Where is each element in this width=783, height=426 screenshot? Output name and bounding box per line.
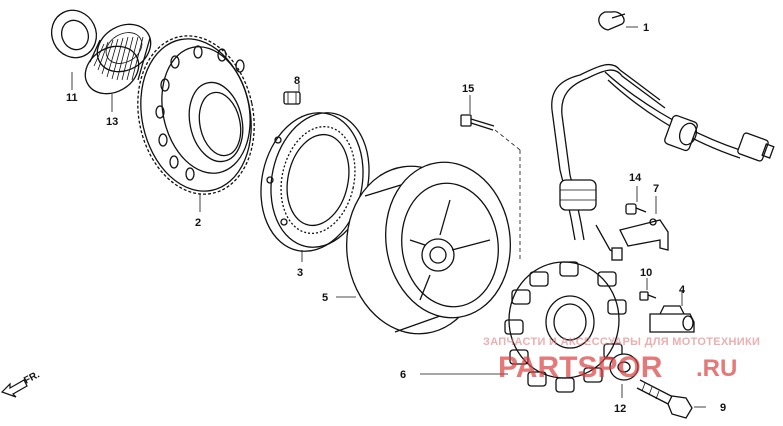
part-7-bracket [619,196,669,251]
part-6-stator [420,63,741,393]
watermark-brand: PARTSPOR [498,351,663,384]
watermark: ЗАПЧАСТИ И АКСЕССУАРЫ ДЛЯ МОТОТЕХНИКИ PA… [483,336,760,384]
callout-14: 14 [629,172,642,184]
callout-15: 15 [462,83,474,95]
watermark-tagline: ЗАПЧАСТИ И АКСЕССУАРЫ ДЛЯ МОТОТЕХНИКИ [483,336,760,348]
watermark-brand-suffix: .RU [696,355,737,382]
callout-5: 5 [322,292,328,304]
part-15-bolt [460,95,521,260]
part-4-pulse-generator [649,290,695,333]
front-arrow-icon [0,379,28,398]
callout-12: 12 [614,403,626,415]
callout-9: 9 [720,402,726,414]
callout-7: 7 [653,183,659,195]
callout-2: 2 [195,217,201,229]
callout-10: 10 [640,267,652,279]
part-2-starter-driven-gear [137,35,255,212]
front-direction-indicator: FR. [0,369,42,398]
part-11-washer [50,9,98,90]
part-8-bolt [283,84,301,105]
callout-1: 1 [643,22,649,34]
callout-13: 13 [106,116,118,128]
part-9-flange-bolt [636,379,706,419]
callout-labels: 1 2 3 4 5 6 7 8 9 10 11 12 13 14 15 [66,22,726,415]
callout-3: 3 [297,267,303,279]
callout-6: 6 [400,369,406,381]
part-12-washer [609,353,639,398]
part-14-screw [625,186,647,215]
callout-11: 11 [66,92,78,104]
front-direction-label: FR. [22,369,42,386]
part-5-flywheel [336,161,511,335]
callout-4: 4 [679,284,686,296]
part-10-bolt [639,278,657,301]
part-1-clip [598,11,638,31]
part-13-needle-bearing [84,23,152,112]
part-3-one-way-clutch [260,112,370,262]
callout-8: 8 [294,75,300,87]
harness-connector [664,114,775,162]
